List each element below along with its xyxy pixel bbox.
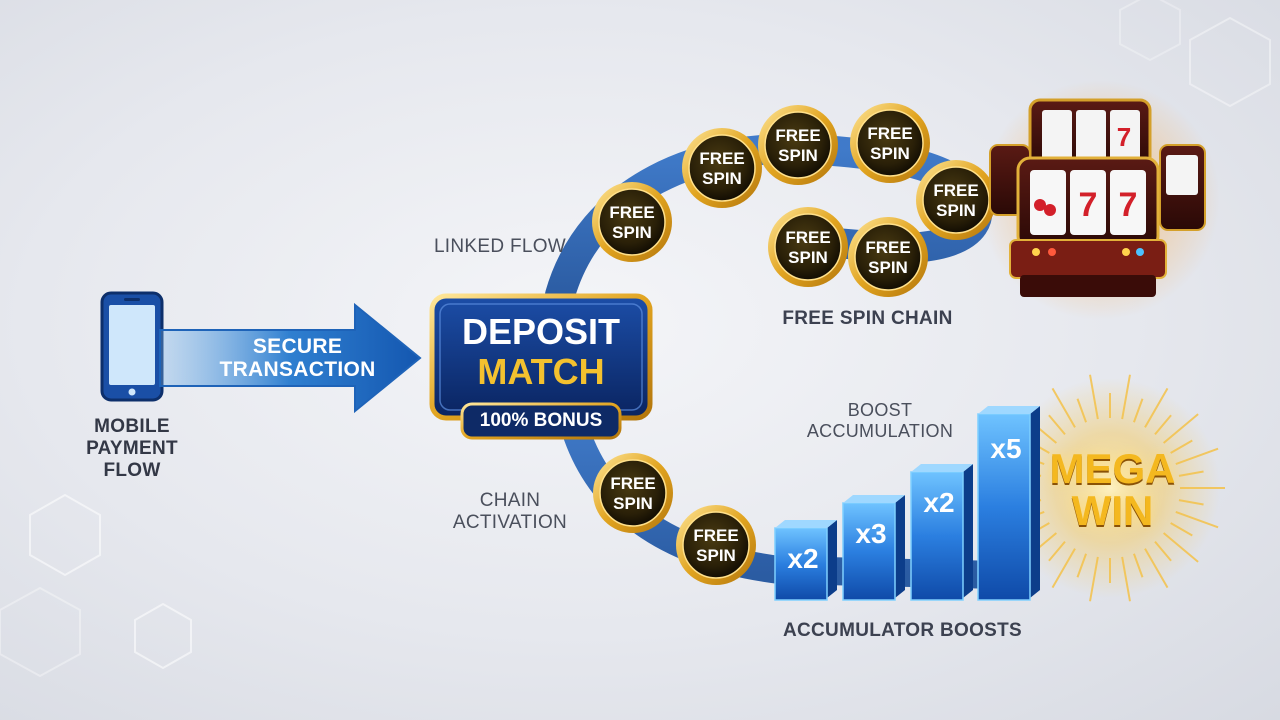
- boost-bars: x2 x3 x2 x5: [774, 406, 1040, 601]
- burst-ray: [1175, 511, 1219, 529]
- coin-free-text: FREE: [867, 124, 912, 143]
- deposit-title-line: DEPOSIT: [461, 311, 621, 352]
- mega-line: MEGA: [1049, 445, 1176, 492]
- boost-bar: x2: [774, 520, 837, 601]
- free-spin-chain-label: FREE SPIN CHAIN: [782, 308, 953, 329]
- burst-ray: [1170, 439, 1193, 454]
- burst-ray: [1144, 387, 1169, 428]
- burst-ray: [1089, 556, 1099, 602]
- burst-icon: [995, 374, 1225, 602]
- deposit-match-panel: [429, 293, 653, 440]
- slot-reel-7-a: 7: [1079, 186, 1098, 224]
- coin-spin-text: SPIN: [613, 494, 653, 513]
- burst-ray: [1133, 398, 1144, 423]
- burst-ray: [1076, 553, 1087, 578]
- win-line: WIN: [1071, 487, 1154, 534]
- burst-ray: [1154, 540, 1172, 562]
- accumulation-label-line: ACCUMULATION: [806, 421, 954, 441]
- coin-free-text: FREE: [699, 149, 744, 168]
- coin-spin-text: SPIN: [778, 146, 818, 165]
- coin-spin-text: SPIN: [936, 201, 976, 220]
- boost-bar: x5: [977, 406, 1040, 601]
- boost-bar: x3: [842, 495, 905, 601]
- hexagon-pattern: [0, 0, 1270, 676]
- slot-reel-7-c: 7: [1117, 122, 1131, 152]
- burst-ray: [1144, 548, 1169, 589]
- burst-ray: [1051, 548, 1076, 589]
- coin-spin-text: SPIN: [788, 248, 828, 267]
- secure-transaction-arrow: [159, 302, 422, 414]
- flow-label-line: FLOW: [103, 460, 161, 481]
- free-spin-coins: FREESPINFREESPINFREESPINFREESPINFREESPIN…: [592, 103, 996, 585]
- burst-ray: [1121, 556, 1131, 602]
- coin-free-text: FREE: [865, 238, 910, 257]
- coin-free-text: FREE: [775, 126, 820, 145]
- burst-ray: [1089, 374, 1099, 420]
- burst-ray: [1175, 447, 1219, 465]
- coin-spin-text: SPIN: [870, 144, 910, 163]
- burst-ray: [1178, 470, 1204, 477]
- coin-free-text: FREE: [933, 181, 978, 200]
- bonus-badge: 100% BONUS: [479, 410, 603, 431]
- transaction-label-line: TRANSACTION: [219, 358, 376, 381]
- coin-free-text: FREE: [785, 228, 830, 247]
- mobile-payment-flow-label: MOBILE PAYMENT FLOW: [82, 416, 182, 482]
- burst-ray: [1154, 414, 1172, 436]
- coin-free-text: FREE: [610, 474, 655, 493]
- match-title-line: MATCH: [477, 351, 605, 392]
- linked-flow-label: LINKED FLOW: [433, 236, 567, 257]
- burst-ray: [1162, 413, 1199, 444]
- burst-ray: [1121, 374, 1131, 420]
- activation-label-line: ACTIVATION: [452, 512, 568, 533]
- burst-ray: [1178, 499, 1204, 506]
- phone-icon: [100, 291, 164, 402]
- boost-multiplier-text: x3: [855, 518, 886, 549]
- slot-reel-7-b: 7: [1119, 186, 1138, 224]
- mega-win-label: MEGA WIN: [1030, 448, 1195, 532]
- slot-machine-icon: [980, 80, 1220, 320]
- boost-multiplier-text: x2: [787, 543, 818, 574]
- mobile-label-line: MOBILE: [94, 416, 170, 437]
- coin-free-text: FREE: [609, 203, 654, 222]
- boost-label-line: BOOST: [847, 400, 913, 420]
- boost-bar: x2: [910, 464, 973, 601]
- accumulator-boosts-label: ACCUMULATOR BOOSTS: [782, 620, 1023, 641]
- burst-ray: [1051, 387, 1076, 428]
- burst-ray: [1048, 414, 1066, 436]
- coin-spin-text: SPIN: [612, 223, 652, 242]
- deposit-match-title: DEPOSIT MATCH: [432, 312, 650, 392]
- burst-ray: [1076, 398, 1087, 423]
- burst-ray: [1048, 540, 1066, 562]
- coin-spin-text: SPIN: [702, 169, 742, 188]
- coin-spin-text: SPIN: [696, 546, 736, 565]
- payment-label-line: PAYMENT: [86, 438, 178, 459]
- chain-label-line: CHAIN: [479, 490, 541, 511]
- coin-free-text: FREE: [693, 526, 738, 545]
- secure-transaction-label: SECURE TRANSACTION: [205, 335, 390, 381]
- chain-activation-label: CHAIN ACTIVATION: [440, 490, 580, 534]
- burst-ray: [1133, 553, 1144, 578]
- boost-multiplier-text: x5: [990, 433, 1021, 464]
- secure-label-line: SECURE: [252, 335, 343, 358]
- coin-spin-text: SPIN: [868, 258, 908, 277]
- boost-multiplier-text: x2: [923, 487, 954, 518]
- burst-ray: [1170, 522, 1193, 537]
- burst-ray: [1162, 532, 1199, 563]
- boost-accumulation-label: BOOST ACCUMULATION: [790, 400, 970, 442]
